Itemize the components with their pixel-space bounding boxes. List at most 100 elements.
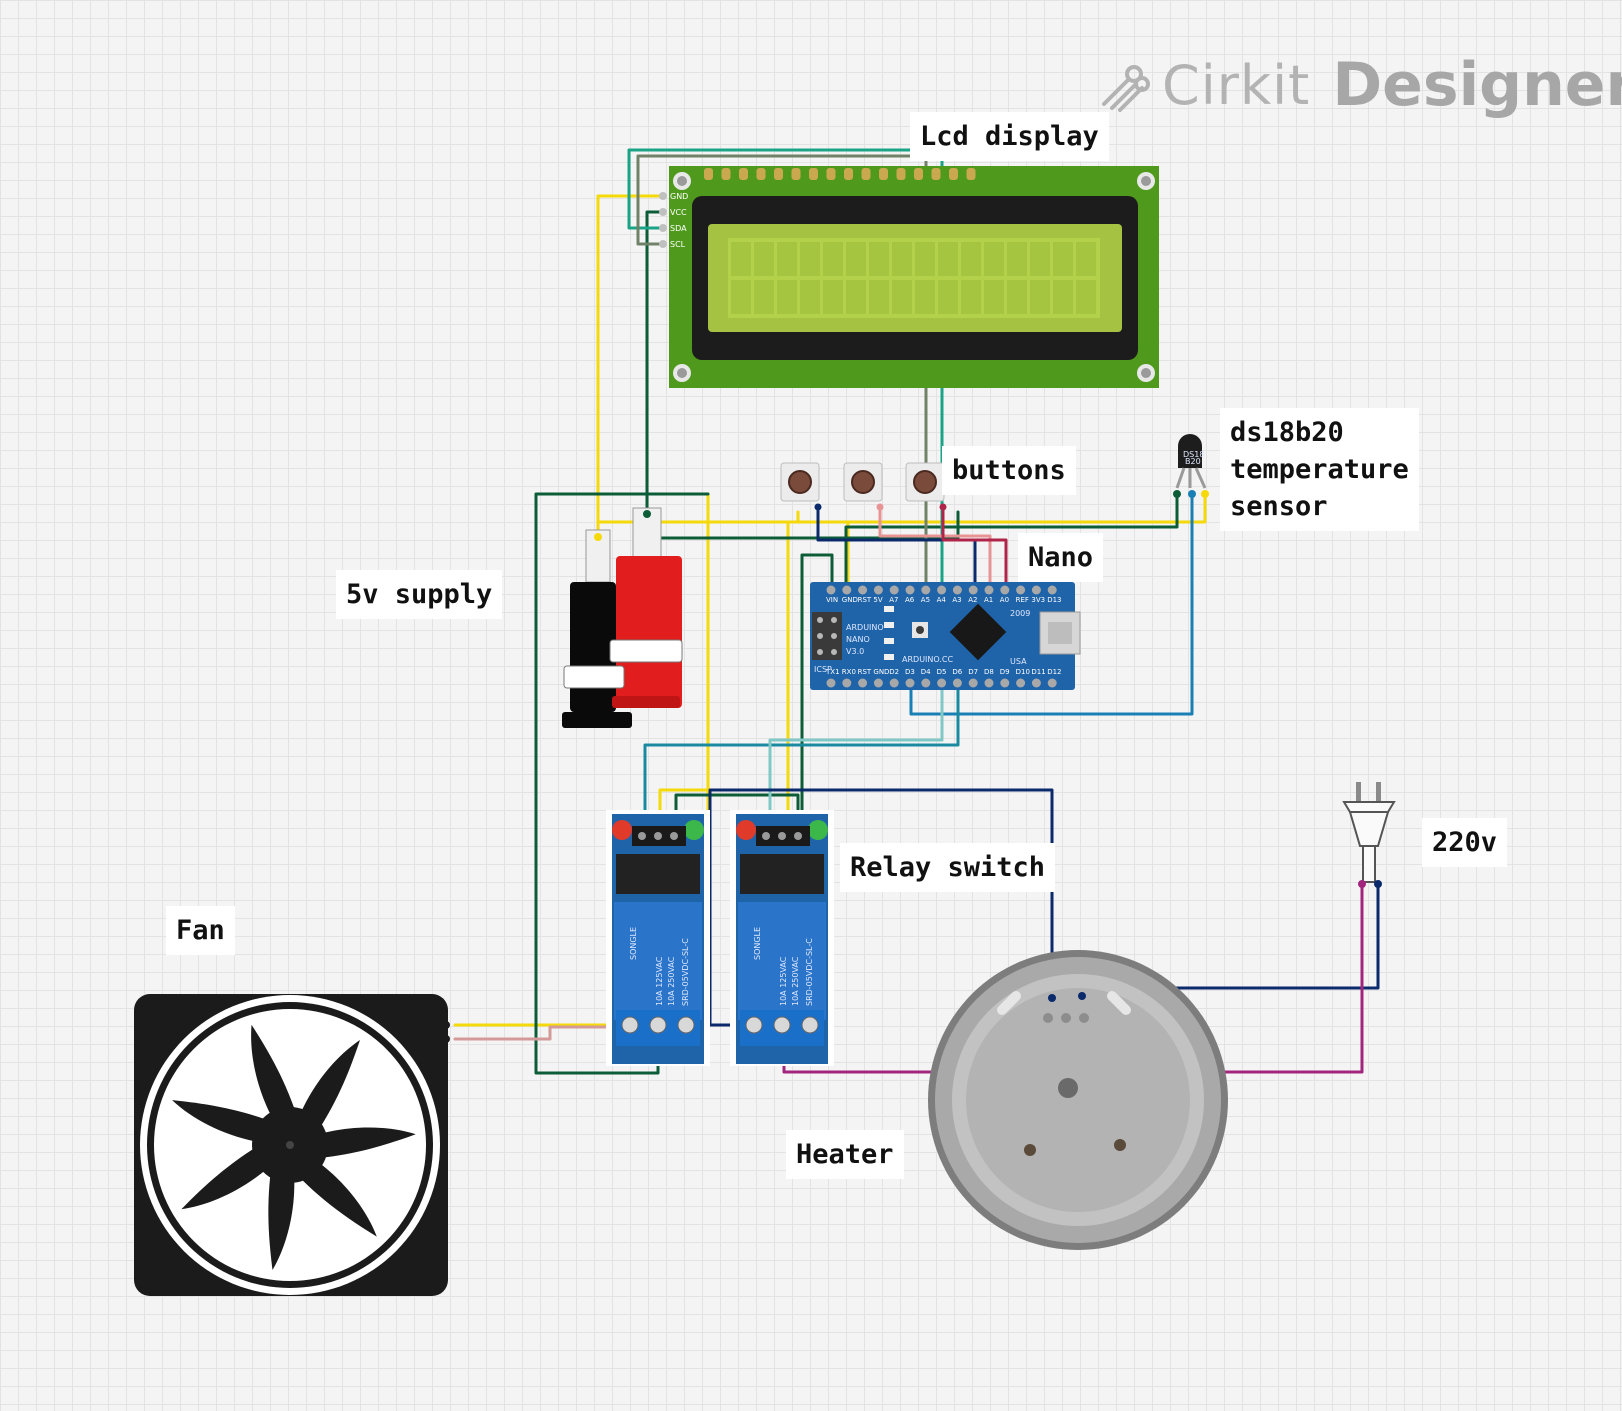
relay-rating-text: 10A 250VAC (667, 956, 676, 1006)
wire-yellow-sensor[interactable] (796, 492, 1207, 524)
nano-pin-label: VIN (826, 596, 838, 604)
ds18b20-sensor[interactable]: DS18 B20 (1173, 434, 1209, 498)
wire-lightteal-relay2[interactable] (768, 683, 944, 838)
lcd-cells (731, 242, 1096, 314)
nano-pad (1047, 678, 1057, 688)
power-supply-5v[interactable] (562, 507, 683, 728)
lcd-cell (1053, 280, 1073, 314)
relay-model-text: SRD-05VDC-SL-C (805, 938, 814, 1006)
lcd-header-pad (879, 168, 888, 180)
relay-pin (654, 832, 662, 840)
lcd-pin-label: GND (670, 192, 688, 201)
nano-text-site: ARDUINO.CC (902, 655, 953, 664)
nano-pin-label: A7 (889, 596, 898, 604)
nano-pad (905, 585, 915, 595)
nano-pad (826, 678, 836, 688)
relay-terminal-screw (649, 1016, 667, 1034)
nano-pin-label: D11 (1031, 668, 1045, 676)
nano-pad (1047, 585, 1057, 595)
lcd-header-pad (809, 168, 818, 180)
nano-pin-label: A2 (968, 596, 977, 604)
push-button-1[interactable] (780, 462, 822, 511)
wire-dark-green-nano[interactable] (800, 553, 834, 838)
relay-pin (794, 832, 802, 840)
wire-dark-green-sensor[interactable] (844, 492, 1179, 588)
nano-pin-label: GND (842, 596, 858, 604)
relay-pin (778, 832, 786, 840)
push-button-2[interactable] (843, 462, 884, 511)
nano-pin-label: D2 (889, 668, 899, 676)
relay-pin (762, 832, 770, 840)
lcd-pin-label: SDA (670, 224, 687, 233)
lcd-cell (915, 242, 935, 276)
nano-pad (937, 585, 947, 595)
lcd-cell (846, 242, 866, 276)
lcd-header-pad (791, 168, 801, 180)
sensor-chip-label: B20 (1185, 457, 1201, 466)
lcd-i2c-pins: GND VCC SDA SCL (659, 192, 688, 249)
push-buttons[interactable] (780, 462, 947, 511)
lcd-cell (731, 280, 751, 314)
relay-rating-text: 10A 125VAC (779, 956, 788, 1006)
nano-text-model: NANO (846, 635, 870, 644)
nano-pad (968, 678, 978, 688)
nano-pin-label: D7 (968, 668, 978, 676)
nano-pin-label: REF (1016, 596, 1029, 604)
lcd-cell (800, 242, 820, 276)
relay-model-text: SRD-05VDC-SL-C (681, 938, 690, 1006)
mains-plug-220v[interactable] (1342, 782, 1396, 888)
relay-led-red (612, 820, 632, 840)
nano-pin-label: D9 (1000, 668, 1010, 676)
heater-element[interactable] (928, 950, 1228, 1250)
lcd-header-pad (949, 168, 958, 180)
nano-pin-label: A0 (1000, 596, 1009, 604)
label-nano: Nano (1018, 533, 1104, 582)
lcd-header-pad (914, 168, 923, 180)
nano-pin-label: D3 (905, 668, 915, 676)
lcd-cell (961, 280, 981, 314)
nano-pad (889, 585, 899, 595)
lcd-header-pad (896, 168, 906, 180)
lcd-cell (892, 280, 912, 314)
lcd-display[interactable]: GND VCC SDA SCL (659, 166, 1159, 388)
wire-navy-button1[interactable] (816, 505, 977, 588)
nano-pin-label: A3 (952, 596, 961, 604)
lcd-cell (1076, 280, 1096, 314)
relay-brand-text: SONGLE (753, 927, 762, 960)
nano-pin-label: A4 (937, 596, 947, 604)
lcd-header-pad (931, 168, 941, 180)
brand-logo: Cirkit Designer (1098, 50, 1622, 120)
wire-yellow-bus[interactable] (596, 510, 800, 524)
cooling-fan[interactable] (134, 994, 450, 1296)
nano-pad (858, 585, 868, 595)
wire-yellow-lcd-gnd[interactable] (596, 194, 665, 539)
nano-pad (1016, 585, 1026, 595)
relay-body (614, 902, 702, 1020)
relay-led-green (684, 820, 704, 840)
wire-maroon-button3[interactable] (941, 505, 1008, 588)
nano-pad (1031, 585, 1041, 595)
lcd-cell (984, 242, 1004, 276)
relay-pin (638, 832, 646, 840)
wire-blue-sensor-data[interactable] (909, 492, 1194, 716)
lcd-header-pad (704, 168, 713, 180)
lcd-pin-label: VCC (670, 208, 687, 217)
lcd-cell (869, 242, 889, 276)
wire-pink-fan[interactable] (453, 1025, 638, 1041)
nano-pin-label: D13 (1047, 596, 1061, 604)
lcd-cell (938, 280, 958, 314)
lcd-cell (823, 242, 843, 276)
lcd-cell (777, 242, 797, 276)
arduino-nano[interactable]: VINTX1GNDRX0RSTRST5VGNDA7D2A6D3A5D4A4D5A… (810, 582, 1081, 690)
wire-teal-relay1[interactable] (643, 683, 960, 838)
nano-pad (842, 585, 852, 595)
nano-text-version: V3.0 (846, 647, 864, 656)
relay-components (740, 854, 824, 894)
push-button-3[interactable] (905, 462, 947, 511)
label-fan: Fan (166, 906, 235, 955)
wire-pink-button2[interactable] (878, 505, 992, 588)
relay-rating-text: 10A 250VAC (791, 956, 800, 1006)
